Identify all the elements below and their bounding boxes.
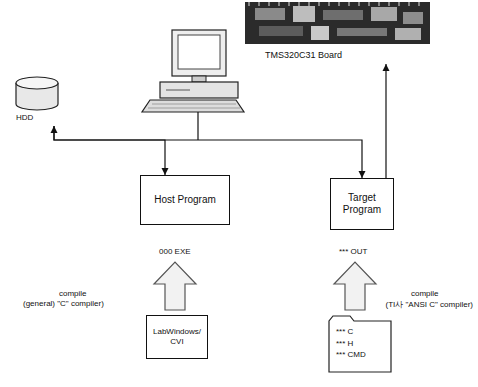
process-box: Target Program xyxy=(330,178,394,230)
connector-arrow xyxy=(383,64,390,178)
note-label: (TI사 "ANSI C" compiler) xyxy=(385,299,474,310)
disk-label: HDD xyxy=(16,113,33,122)
note-label: (general) "C" compiler) xyxy=(22,299,105,308)
board-image xyxy=(245,2,430,46)
computer-wire xyxy=(197,112,198,140)
note-label: 000 EXE xyxy=(158,247,192,256)
box-text: Host Program xyxy=(154,194,216,207)
board-photo: TMS320C31 Board xyxy=(245,2,430,64)
file-name: *** CMD xyxy=(336,349,388,361)
file-name: *** C xyxy=(336,326,388,338)
box-text: Target Program xyxy=(334,192,390,217)
compile-arrow xyxy=(334,262,376,310)
cylinder-outline xyxy=(14,76,60,112)
file-name: *** H xyxy=(336,338,388,350)
process-box: LabWindows/ CVI xyxy=(146,315,208,359)
box-text: LabWindows/ CVI xyxy=(150,327,204,347)
source-folder: *** C*** H*** CMD xyxy=(328,315,392,373)
compile-arrow xyxy=(154,262,196,310)
connector-arrow xyxy=(51,126,169,175)
computer-illustration xyxy=(142,30,244,112)
note-label: *** OUT xyxy=(338,247,368,256)
note-label: compile xyxy=(410,289,440,298)
board-label: TMS320C31 Board xyxy=(265,50,342,60)
process-box: Host Program xyxy=(140,175,230,225)
connector-arrow xyxy=(54,126,366,178)
disk-cylinder: HDD xyxy=(14,76,60,126)
note-label: compile xyxy=(58,289,88,298)
folder-text: *** C*** H*** CMD xyxy=(328,315,392,365)
